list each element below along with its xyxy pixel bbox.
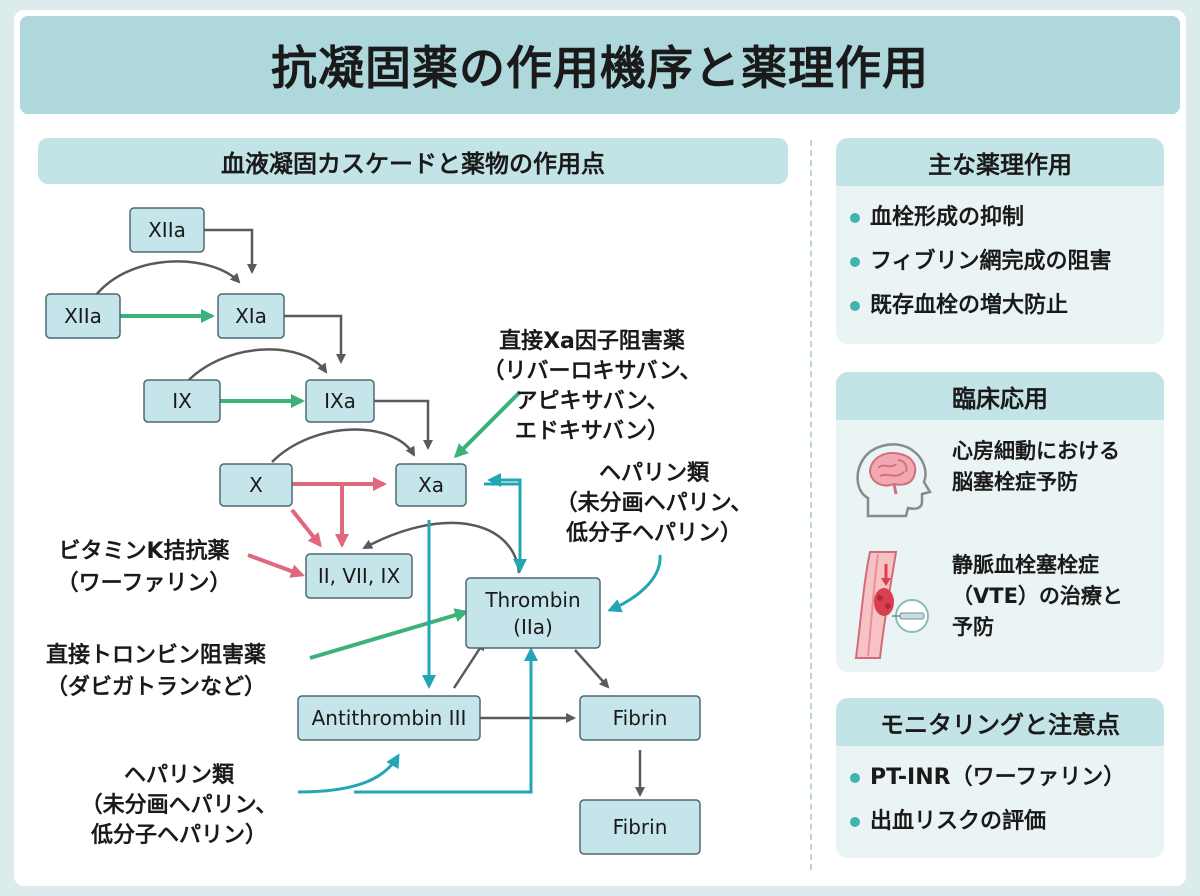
cascade-section-header: 血液凝固カスケードと薬物の作用点 <box>38 138 788 184</box>
svg-text:Thrombin: Thrombin <box>484 588 580 612</box>
monitoring-header: モニタリングと注意点 <box>836 698 1164 746</box>
svg-text:X: X <box>249 473 263 497</box>
teal-heparin-arrows <box>297 473 662 794</box>
list-item: 血栓形成の抑制 <box>850 196 1164 240</box>
label-heparin-right: ヘパリン類 （未分画ヘパリン、 低分子ヘパリン） <box>556 461 753 546</box>
clinical-af-line2: 脳塞栓症予防 <box>952 470 1078 494</box>
bullet-dot-icon <box>850 213 860 223</box>
svg-text:XIIa: XIIa <box>64 304 102 328</box>
node-antithrombin: Antithrombin III <box>297 695 481 741</box>
label-heparin-bottom: ヘパリン類 （未分画ヘパリン、 低分子ヘパリン） <box>81 763 278 848</box>
clinical-item-af: 心房細動における 脳塞栓症予防 <box>850 436 1120 522</box>
bullet-dot-icon <box>850 301 860 311</box>
svg-text:ヘパリン類: ヘパリン類 <box>599 461 710 486</box>
clinical-vte-line2: （VTE）の治療と <box>952 584 1123 608</box>
red-vitamin-k-arrows <box>247 477 387 578</box>
list-item: フィブリン網完成の阻害 <box>850 240 1164 284</box>
node-xiia-top: XIIa <box>129 207 205 253</box>
green-inhibitor-arrows <box>120 309 522 660</box>
node-xa: Xa <box>395 463 467 507</box>
svg-text:II, VII, IX: II, VII, IX <box>318 564 401 588</box>
brain-icon <box>856 443 932 518</box>
svg-text:Fibrin: Fibrin <box>613 706 668 730</box>
node-vitamin-k-factors: II, VII, IX <box>305 553 413 599</box>
svg-text:（ワーファリン）: （ワーファリン） <box>57 571 232 596</box>
node-ixa: IXa <box>305 379 375 423</box>
node-xia: XIa <box>217 293 285 339</box>
clinical-af-line1: 心房細動における <box>952 439 1120 463</box>
coagulation-cascade-diagram: XIIa XIIa XIa IX IXa X Xa II, VII, IX <box>45 207 753 855</box>
list-item: 既存血栓の増大防止 <box>850 284 1164 328</box>
monitoring-list: PT-INR（ワーファリン） 出血リスクの評価 <box>836 746 1164 844</box>
svg-text:(IIa): (IIa) <box>513 615 553 639</box>
svg-text:XIIa: XIIa <box>148 218 186 242</box>
node-ix: IX <box>143 379 221 423</box>
svg-text:アピキサバン、: アピキサバン、 <box>516 389 669 414</box>
svg-text:Fibrin: Fibrin <box>613 815 668 839</box>
svg-text:低分子ヘパリン）: 低分子ヘパリン） <box>90 823 267 848</box>
svg-text:（ダビガトランなど）: （ダビガトランなど） <box>46 674 266 700</box>
svg-text:エドキサバン）: エドキサバン） <box>515 419 669 444</box>
cascade-arrows <box>95 228 645 797</box>
clinical-item-vte: 静脈血栓塞栓症 （VTE）の治療と 予防 <box>850 550 1123 660</box>
node-fibrin-1: Fibrin <box>579 695 701 741</box>
list-item: PT-INR（ワーファリン） <box>850 756 1164 800</box>
clinical-header: 臨床応用 <box>836 372 1164 420</box>
svg-text:（未分画ヘパリン、: （未分画ヘパリン、 <box>556 491 753 516</box>
pharmacology-list: 血栓形成の抑制 フィブリン網完成の阻害 既存血栓の増大防止 <box>836 186 1164 328</box>
page-title: 抗凝固薬の作用機序と薬理作用 <box>271 41 929 95</box>
svg-text:IX: IX <box>172 389 192 413</box>
clinical-vte-line1: 静脈血栓塞栓症 <box>952 553 1099 577</box>
svg-text:低分子ヘパリン）: 低分子ヘパリン） <box>565 521 742 546</box>
clinical-vte-line3: 予防 <box>952 615 994 639</box>
bullet-dot-icon <box>850 817 860 827</box>
list-item: 出血リスクの評価 <box>850 800 1164 844</box>
node-fibrin-2: Fibrin <box>579 799 701 855</box>
pharmacology-card: 主な薬理作用 血栓形成の抑制 フィブリン網完成の阻害 既存血栓の増大防止 <box>836 138 1164 344</box>
pharmacology-header: 主な薬理作用 <box>836 138 1164 186</box>
monitoring-card: モニタリングと注意点 PT-INR（ワーファリン） 出血リスクの評価 <box>836 698 1164 858</box>
blood-vessel-icon <box>854 551 929 659</box>
clinical-card: 臨床応用 心房細動における 脳塞栓症予防 <box>836 372 1164 672</box>
node-x: X <box>219 463 293 507</box>
column-divider <box>810 140 812 870</box>
node-thrombin: Thrombin (IIa) <box>465 577 601 649</box>
title-bar: 抗凝固薬の作用機序と薬理作用 <box>20 16 1180 114</box>
svg-text:ビタミンK拮抗薬: ビタミンK拮抗薬 <box>58 538 229 564</box>
svg-text:XIa: XIa <box>235 304 267 328</box>
svg-text:直接トロンビン阻害薬: 直接トロンビン阻害薬 <box>46 642 266 668</box>
label-xa-inhibitor: 直接Xa因子阻害薬 （リバーロキサバン、 アピキサバン、 エドキサバン） <box>483 328 702 444</box>
svg-text:（リバーロキサバン、: （リバーロキサバン、 <box>483 359 702 384</box>
bullet-dot-icon <box>850 773 860 783</box>
svg-text:Antithrombin III: Antithrombin III <box>312 706 467 730</box>
svg-text:IXa: IXa <box>324 389 356 413</box>
label-vitamin-k-antagonist: ビタミンK拮抗薬 （ワーファリン） <box>57 538 232 596</box>
svg-text:Xa: Xa <box>418 473 444 497</box>
label-thrombin-inhibitor: 直接トロンビン阻害薬 （ダビガトランなど） <box>46 642 266 700</box>
bullet-dot-icon <box>850 257 860 267</box>
svg-text:直接Xa因子阻害薬: 直接Xa因子阻害薬 <box>499 328 685 354</box>
svg-text:ヘパリン類: ヘパリン類 <box>124 763 235 788</box>
node-xiia: XIIa <box>45 293 121 339</box>
infographic-frame: 抗凝固薬の作用機序と薬理作用 血液凝固カスケードと薬物の作用点 <box>14 10 1186 886</box>
svg-text:（未分画ヘパリン、: （未分画ヘパリン、 <box>81 793 278 818</box>
